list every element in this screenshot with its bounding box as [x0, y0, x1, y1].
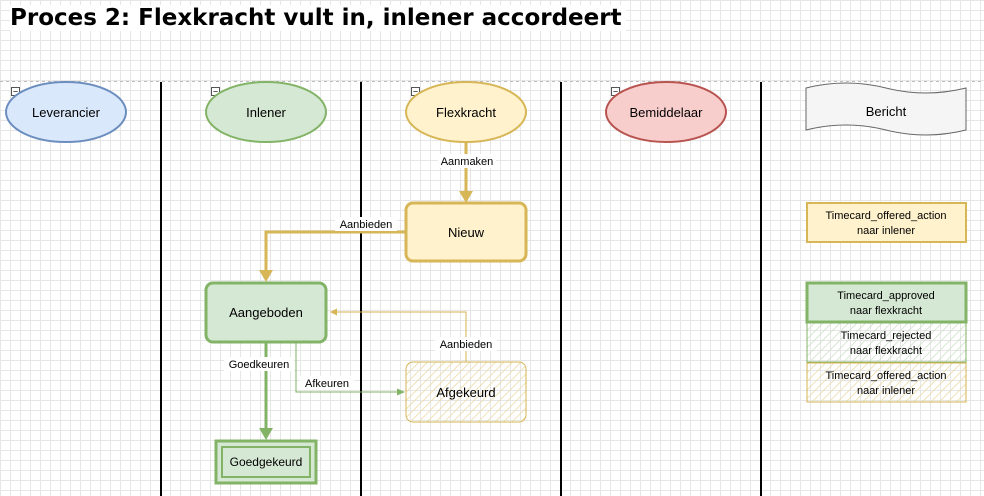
message-rejected[interactable]: Timecard_rejected naar flexkracht: [806, 322, 967, 363]
svg-text:Bericht: Bericht: [866, 104, 907, 119]
svg-text:Goedgekeurd: Goedgekeurd: [230, 455, 303, 469]
svg-text:naar flexkracht: naar flexkracht: [850, 345, 922, 357]
svg-text:Flexkracht: Flexkracht: [436, 105, 496, 120]
lane-header-bemiddelaar[interactable]: Bemiddelaar: [605, 81, 727, 143]
svg-text:Timecard_offered_action: Timecard_offered_action: [825, 210, 946, 222]
message-offered-action-1[interactable]: Timecard_offered_action naar inlener: [806, 202, 967, 243]
state-aangeboden[interactable]: Aangeboden: [204, 281, 328, 344]
svg-text:Nieuw: Nieuw: [448, 225, 485, 240]
lane-header-flexkracht[interactable]: Flexkracht: [405, 81, 527, 143]
svg-text:Aangeboden: Aangeboden: [229, 305, 303, 320]
state-goedgekeurd[interactable]: Goedgekeurd: [214, 439, 318, 485]
svg-text:Aanbieden: Aanbieden: [440, 339, 493, 351]
svg-text:Bemiddelaar: Bemiddelaar: [630, 105, 704, 120]
edge-goedkeuren[interactable]: Goedkeuren: [224, 342, 294, 440]
svg-text:Leverancier: Leverancier: [32, 105, 101, 120]
svg-text:Goedkeuren: Goedkeuren: [229, 359, 290, 371]
lane-header-bericht[interactable]: Bericht: [805, 82, 967, 136]
edge-aanbieden-afgekeurd-aangeboden[interactable]: Aanbieden: [330, 308, 497, 363]
svg-text:−: −: [213, 87, 218, 97]
state-afgekeurd[interactable]: Afgekeurd: [405, 361, 527, 423]
message-approved[interactable]: Timecard_approved naar flexkracht: [805, 281, 968, 324]
state-nieuw[interactable]: Nieuw: [404, 201, 528, 263]
svg-text:Timecard_offered_action: Timecard_offered_action: [825, 370, 946, 382]
svg-text:Timecard_approved: Timecard_approved: [837, 290, 934, 302]
svg-text:−: −: [13, 87, 18, 97]
message-offered-action-2[interactable]: Timecard_offered_action naar inlener: [806, 362, 967, 403]
svg-text:Timecard_rejected: Timecard_rejected: [841, 330, 932, 342]
svg-text:Afgekeurd: Afgekeurd: [436, 385, 495, 400]
svg-text:Inlener: Inlener: [246, 105, 286, 120]
svg-text:naar inlener: naar inlener: [857, 385, 915, 397]
svg-text:Aanbieden: Aanbieden: [340, 219, 393, 231]
page-title: Proces 2: Flexkracht vult in, inlener ac…: [10, 5, 626, 31]
svg-text:naar flexkracht: naar flexkracht: [850, 305, 922, 317]
svg-text:Aanmaken: Aanmaken: [441, 156, 494, 168]
lane-header-inlener[interactable]: Inlener: [205, 81, 327, 143]
svg-text:Afkeuren: Afkeuren: [305, 378, 349, 390]
edge-aanbieden-nieuw-aangeboden[interactable]: Aanbieden: [259, 217, 406, 282]
edge-aanmaken[interactable]: Aanmaken: [438, 142, 496, 203]
svg-text:naar inlener: naar inlener: [857, 225, 915, 237]
edge-afkeuren[interactable]: Afkeuren: [295, 342, 405, 396]
svg-text:−: −: [413, 87, 418, 97]
svg-text:−: −: [613, 87, 618, 97]
lane-header-leverancier[interactable]: Leverancier: [5, 81, 127, 143]
